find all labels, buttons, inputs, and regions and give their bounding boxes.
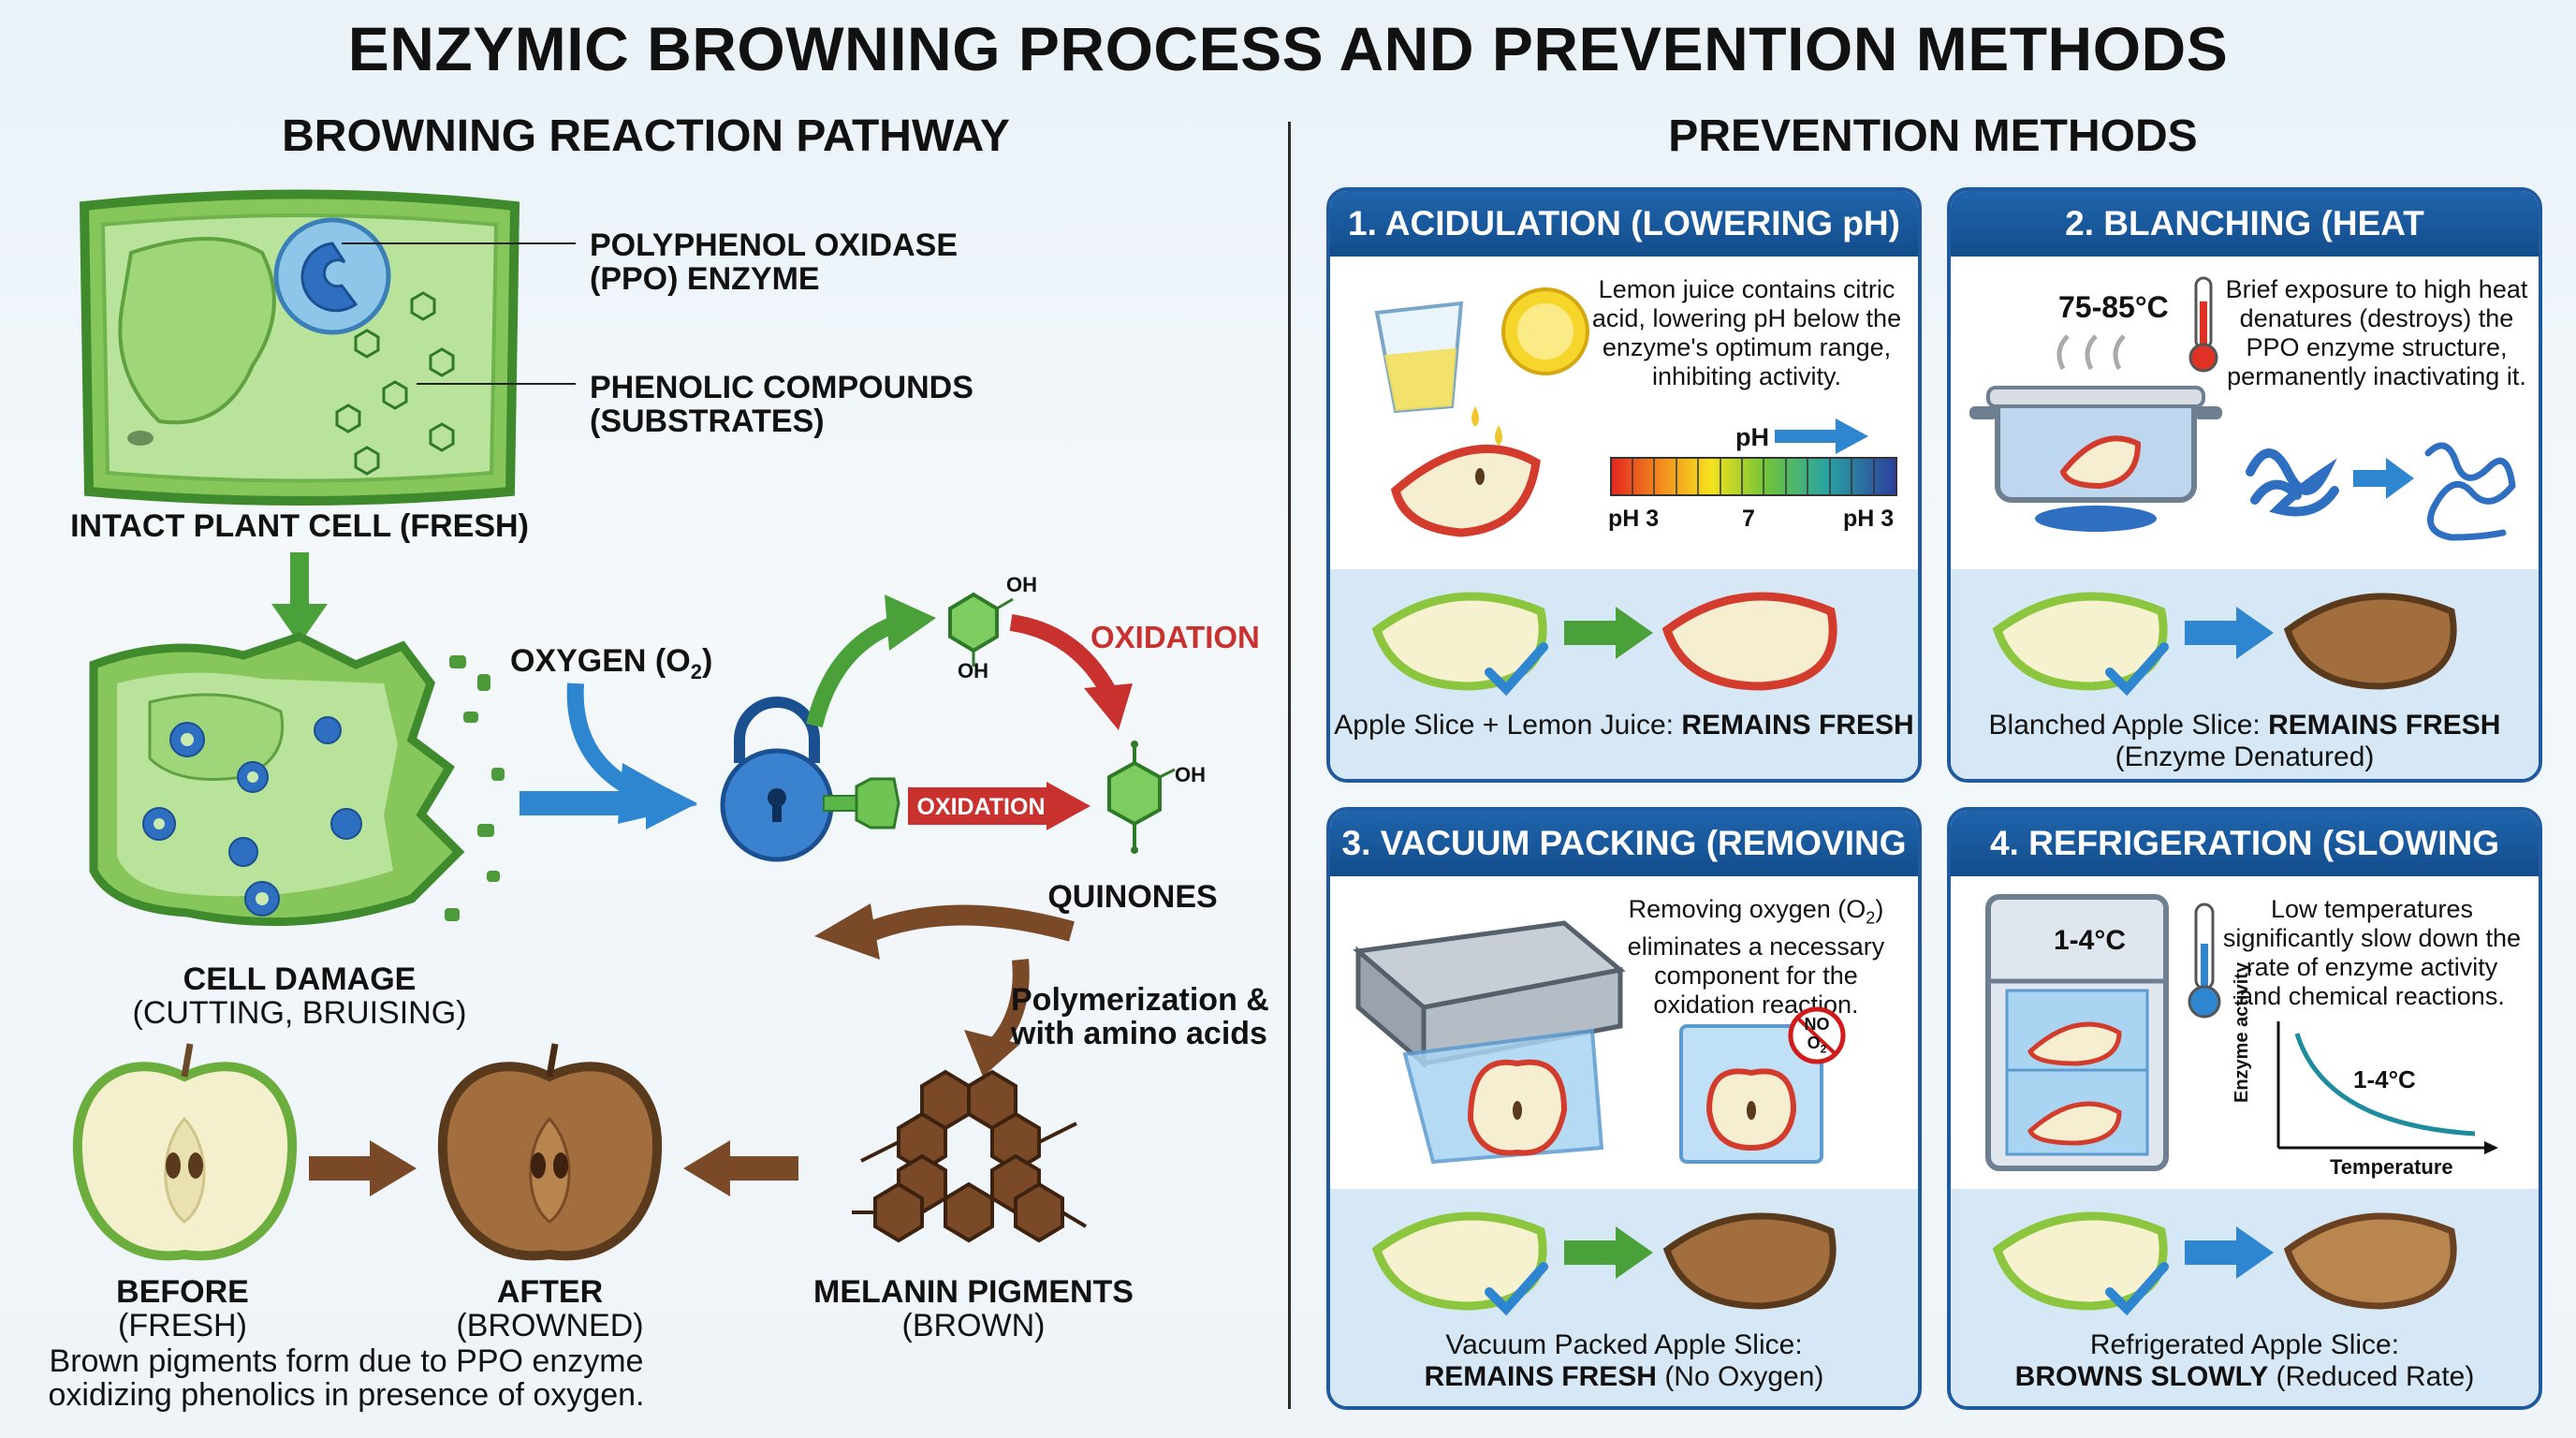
ph-right-label: pH 3 — [1843, 506, 1895, 532]
graph-y-axis-label: Enzyme activity — [2232, 961, 2252, 1103]
refrigeration-panel: 4. REFRIGERATION (SLOWING ACTIVITY) 1-4°… — [1947, 807, 2542, 1410]
result-illustration — [1371, 592, 1837, 697]
melanin-polymer-illustration — [852, 1069, 1088, 1243]
refrigeration-caption: Refrigerated Apple Slice: BROWNS SLOWLY … — [2014, 1329, 2475, 1392]
panel-header: 3. VACUUM PACKING (REMOVING OXYGEN) — [1330, 811, 1918, 928]
boiling-pot-illustration — [1969, 334, 2222, 532]
result-strip: Vacuum Packed Apple Slice: REMAINS FRESH… — [1330, 1189, 1918, 1406]
acidulation-panel: 1. ACIDULATION (LOWERING pH) Lemon juice… — [1326, 187, 1922, 783]
ppo-enzyme-lock-icon — [720, 697, 900, 862]
panel-header: 1. ACIDULATION (LOWERING pH) — [1330, 191, 1918, 257]
ph-scale-bar — [1610, 457, 1897, 496]
vacuum-bag-illustration — [1679, 1006, 1846, 1164]
ph-mid-label: 7 — [1742, 506, 1755, 532]
refrigerator-illustration — [1985, 894, 2221, 1171]
oxygen-label: OXYGEN (O2) — [510, 643, 713, 683]
result-strip: Blanched Apple Slice: REMAINS FRESH (Enz… — [1951, 569, 2539, 779]
cell-damage-label: CELL DAMAGE(CUTTING, BRUISING) — [132, 961, 467, 1031]
section-divider — [1288, 122, 1291, 1409]
before-label: BEFORE(FRESH) — [116, 1274, 249, 1343]
after-label: AFTER(BROWNED) — [456, 1274, 644, 1343]
oxidation-banner-arrow — [908, 782, 1090, 830]
result-illustration — [1371, 1211, 1837, 1316]
page-title: ENZYMIC BROWNING PROCESS AND PREVENTION … — [347, 14, 2229, 83]
thermometer-icon — [2188, 276, 2218, 373]
panel-header: 2. BLANCHING (HEAT TREATMENT) — [1951, 191, 2539, 308]
brown-down-arrow-icon — [964, 959, 1030, 1077]
brown-arrow-right-icon — [309, 1140, 417, 1196]
arrow-down-icon — [271, 552, 328, 644]
ppo-enzyme-label: POLYPHENOL OXIDASE(PPO) ENZYME — [590, 227, 958, 297]
intact-plant-cell-illustration — [79, 189, 520, 506]
vacuum-packing-panel: 3. VACUUM PACKING (REMOVING OXYGEN) Remo… — [1326, 807, 1922, 1410]
red-oxidation-arrow-icon — [1009, 614, 1133, 730]
polymerization-label: Polymerization &with amino acids — [1011, 982, 1269, 1051]
graph-curve-label: 1-4°C — [2353, 1065, 2416, 1093]
oh-label: OH — [1006, 573, 1037, 596]
fridge-temp-label: 1-4°C — [2054, 925, 2127, 956]
pathway-heading: BROWNING REACTION PATHWAY — [282, 111, 1010, 161]
ph-arrow-icon — [1775, 418, 1868, 454]
panel-header: 4. REFRIGERATION (SLOWING ACTIVITY) — [1951, 811, 2539, 928]
oxidation-label: OXIDATION — [1090, 620, 1260, 654]
result-illustration — [1992, 592, 2457, 697]
intact-cell-label: INTACT PLANT CELL (FRESH) — [70, 508, 529, 544]
melanin-label: MELANIN PIGMENTS(BROWN) — [813, 1274, 1134, 1343]
vacuum-sealer-illustration — [1353, 920, 1626, 1165]
damaged-cell-illustration — [89, 632, 505, 927]
blanching-panel: 2. BLANCHING (HEAT TREATMENT) 75-85°C Br… — [1947, 187, 2542, 783]
quinones-label: QUINONES — [1047, 879, 1218, 915]
ph-left-label: pH 3 — [1608, 506, 1660, 532]
result-illustration — [1992, 1211, 2457, 1316]
oxidation-banner-label: OXIDATION — [916, 794, 1046, 820]
brown-return-arrow-icon — [814, 903, 1075, 960]
acidulation-caption: Apple Slice + Lemon Juice: REMAINS FRESH — [1334, 710, 1914, 741]
phenolic-compounds-label: PHENOLIC COMPOUNDS(SUBSTRATES) — [590, 370, 973, 439]
activity-temperature-graph — [2276, 1021, 2498, 1154]
result-strip: Apple Slice + Lemon Juice: REMAINS FRESH — [1330, 569, 1918, 779]
ph-label: pH — [1735, 423, 1769, 451]
blanching-caption: Blanched Apple Slice: REMAINS FRESH (Enz… — [1988, 710, 2501, 772]
prevention-heading: PREVENTION METHODS — [1668, 111, 2198, 161]
lemon-juice-illustration — [1374, 287, 1589, 537]
label-leader-lines — [342, 242, 576, 385]
fresh-apple-half-illustration — [72, 1043, 298, 1261]
brown-arrow-left-icon — [683, 1140, 798, 1196]
green-reaction-arrow-icon — [806, 594, 936, 728]
vacuum-caption: Vacuum Packed Apple Slice: REMAINS FRESH… — [1424, 1329, 1824, 1392]
blanching-temp-label: 75-85°C — [2058, 290, 2169, 324]
result-strip: Refrigerated Apple Slice: BROWNS SLOWLY … — [1951, 1189, 2539, 1406]
oh-label: OH — [958, 659, 988, 682]
enzyme-denature-illustration — [2246, 442, 2516, 541]
quinone-molecule-icon — [1107, 741, 1176, 854]
vacuum-description: Removing oxygen (O2) eliminates a necess… — [1627, 895, 1885, 1020]
phenol-molecule-icon — [948, 592, 1014, 667]
oh-label: OH — [1175, 763, 1206, 786]
damage-to-enzyme-arrow-icon — [520, 777, 697, 829]
graph-x-axis-label: Temperature — [2330, 1155, 2453, 1179]
browned-apple-half-illustration — [437, 1043, 663, 1261]
